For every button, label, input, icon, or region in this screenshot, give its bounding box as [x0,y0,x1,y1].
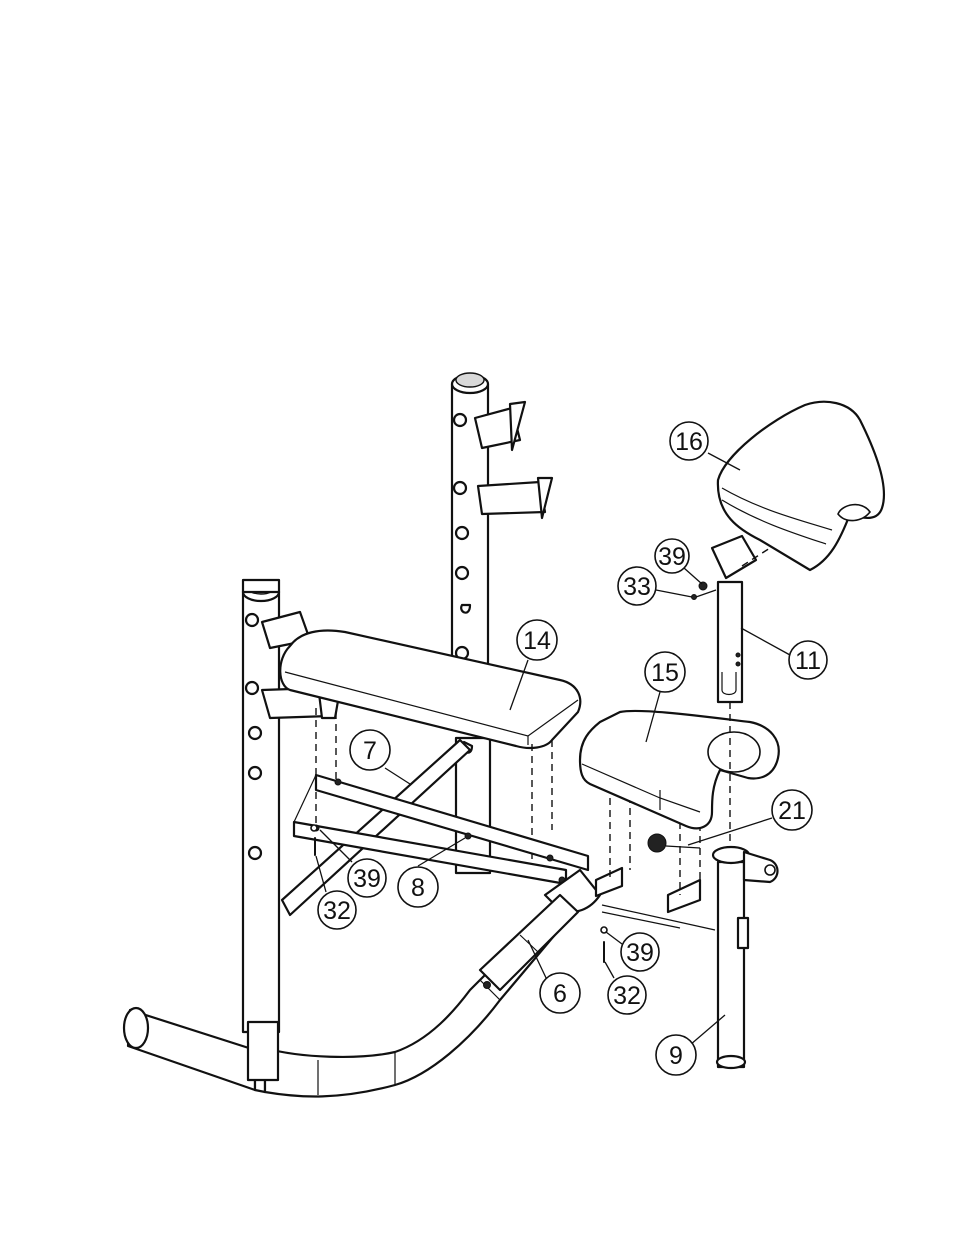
callout-39-top: 39 [655,539,702,584]
callout-8-label: 8 [411,874,425,902]
callout-32-left-label: 32 [323,897,351,925]
callout-39-left-label: 39 [353,865,381,893]
callout-7: 7 [350,730,410,784]
callout-33: 33 [618,567,692,605]
callout-11: 11 [741,628,827,679]
callout-39-top-label: 39 [658,543,686,571]
preacher-upright-tube [712,536,770,848]
support-post [713,847,778,1068]
bolt-33 [692,582,717,600]
callout-39-right-label: 39 [626,939,654,967]
front-tube [480,870,600,990]
callout-39-right: 39 [606,932,659,971]
callout-6-label: 6 [553,980,567,1008]
callout-32-right-label: 32 [613,982,641,1010]
callout-21-label: 21 [778,797,806,825]
callout-33-label: 33 [623,573,651,601]
callout-16-label: 16 [675,428,703,456]
callout-9: 9 [656,1015,725,1075]
base-frame [124,900,580,1096]
callout-14-label: 14 [523,627,551,655]
callout-11-label: 11 [795,647,821,675]
callout-7-label: 7 [363,737,377,765]
callout-9-label: 9 [669,1042,683,1070]
callout-15-label: 15 [651,659,679,687]
